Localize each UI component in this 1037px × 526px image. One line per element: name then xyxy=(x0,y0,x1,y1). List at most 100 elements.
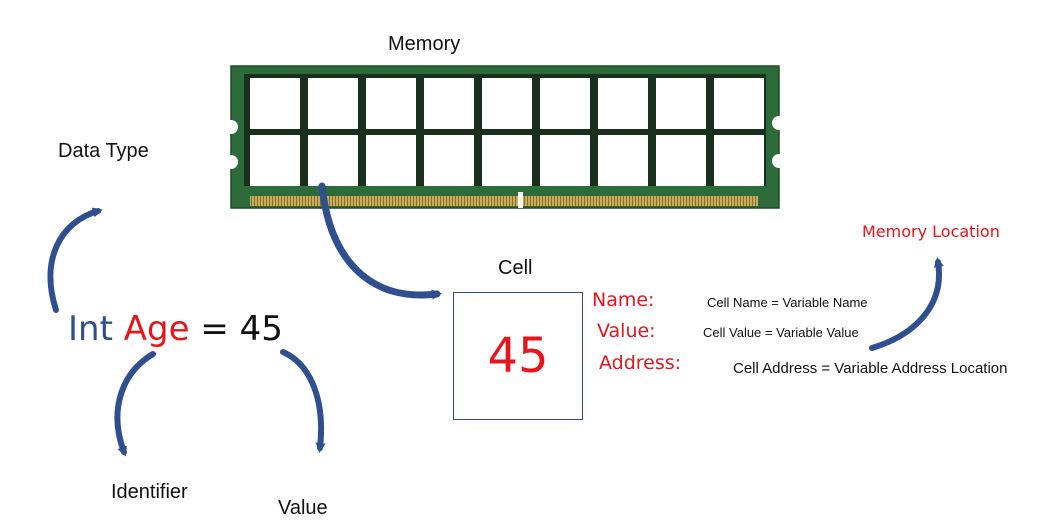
ram-contact-pin xyxy=(542,196,543,206)
ram-contact-pin xyxy=(332,196,333,206)
ram-contact-pin xyxy=(569,196,570,206)
ram-contact-pin xyxy=(491,196,492,206)
ram-contact-pin xyxy=(548,196,549,206)
ram-contact-pin xyxy=(305,196,306,206)
ram-contact-pin xyxy=(440,196,441,206)
ram-module xyxy=(224,65,786,209)
ram-contact-pin xyxy=(401,196,402,206)
ram-contact-pin xyxy=(455,196,456,206)
ram-contact-pin xyxy=(428,196,429,206)
ram-contact-pin xyxy=(299,196,300,206)
ram-contact-pin xyxy=(395,196,396,206)
ram-contact-pin xyxy=(368,196,369,206)
ram-contact-pin xyxy=(698,196,699,206)
ram-contact-pin xyxy=(755,196,756,206)
ram-contact-pin xyxy=(743,196,744,206)
ram-contact-pin xyxy=(695,196,696,206)
ram-contact-pin xyxy=(302,196,303,206)
ram-contact-pin xyxy=(614,196,615,206)
ram-contact-pin xyxy=(545,196,546,206)
ram-contact-pin xyxy=(317,196,318,206)
ram-contact-pin xyxy=(677,196,678,206)
ram-contact-pin xyxy=(464,196,465,206)
ram-contact-pin xyxy=(470,196,471,206)
ram-contact-pin xyxy=(656,196,657,206)
ram-contact-pin xyxy=(689,196,690,206)
ram-contact-pin xyxy=(635,196,636,206)
ram-chip xyxy=(308,135,358,186)
ram-contact-pin xyxy=(728,196,729,206)
ram-contact-pin xyxy=(311,196,312,206)
ram-contact-pin xyxy=(461,196,462,206)
ram-contact-pin xyxy=(725,196,726,206)
ram-contact-pin xyxy=(752,196,753,206)
ram-contact-pin xyxy=(335,196,336,206)
ram-contact-pin xyxy=(329,196,330,206)
ram-contact-pin xyxy=(668,196,669,206)
ram-contact-pin xyxy=(509,196,510,206)
ram-chip xyxy=(424,78,474,129)
cell-field-address: Address: xyxy=(599,352,682,374)
ram-contact-pin xyxy=(701,196,702,206)
ram-contact-pin xyxy=(497,196,498,206)
ram-contact-pin xyxy=(413,196,414,206)
ram-contact-pin xyxy=(410,196,411,206)
ram-chip xyxy=(598,135,648,186)
ram-contact-pin xyxy=(482,196,483,206)
ram-notch-right-top xyxy=(772,116,786,130)
variable-declaration: Int Age = 45 xyxy=(68,309,283,349)
ram-contact-pin xyxy=(740,196,741,206)
ram-contact-pin xyxy=(434,196,435,206)
ram-contact-pin xyxy=(515,196,516,206)
arrow-value-to-value-label xyxy=(280,349,326,453)
declaration-equals: = xyxy=(200,309,229,349)
ram-contact-pin xyxy=(572,196,573,206)
cell-name-description: Cell Name = Variable Name xyxy=(707,295,868,310)
memory-location-label: Memory Location xyxy=(862,222,1000,241)
memory-label: Memory xyxy=(388,33,461,55)
ram-contact-pin xyxy=(746,196,747,206)
cell-field-name: Name: xyxy=(592,289,655,311)
ram-contact-pin xyxy=(437,196,438,206)
ram-contact-pin xyxy=(458,196,459,206)
ram-contact-pin xyxy=(704,196,705,206)
ram-contact-pin xyxy=(473,196,474,206)
ram-contact-pin xyxy=(581,196,582,206)
ram-contact-pin xyxy=(590,196,591,206)
ram-contact-pin xyxy=(707,196,708,206)
ram-contact-pin xyxy=(443,196,444,206)
ram-contact-pin xyxy=(290,196,291,206)
value-label: Value xyxy=(278,497,328,519)
ram-contact-pin xyxy=(269,196,270,206)
ram-contact-pin xyxy=(671,196,672,206)
ram-contact-pin xyxy=(662,196,663,206)
ram-contact-pin xyxy=(539,196,540,206)
ram-contact-pin xyxy=(650,196,651,206)
ram-contact-pin xyxy=(266,196,267,206)
ram-contact-pin xyxy=(377,196,378,206)
ram-contact-pin xyxy=(494,196,495,206)
ram-contact-pin xyxy=(419,196,420,206)
ram-contact-pin xyxy=(560,196,561,206)
ram-contact-pin xyxy=(623,196,624,206)
ram-contact-pin xyxy=(557,196,558,206)
ram-contact-pin xyxy=(371,196,372,206)
ram-chip xyxy=(656,135,706,186)
ram-contact-pin xyxy=(446,196,447,206)
ram-contact-pin xyxy=(263,196,264,206)
ram-contact-pin xyxy=(392,196,393,206)
arrow-age-to-identifier xyxy=(114,351,156,457)
ram-contact-pin xyxy=(506,196,507,206)
ram-contact-pin xyxy=(602,196,603,206)
ram-contact-pin xyxy=(605,196,606,206)
data-type-label: Data Type xyxy=(58,140,149,162)
ram-contact-pin xyxy=(692,196,693,206)
ram-contact-pin xyxy=(722,196,723,206)
ram-contact-pin xyxy=(665,196,666,206)
cell-value-description: Cell Value = Variable Value xyxy=(703,325,859,340)
ram-chip xyxy=(540,135,590,186)
declaration-type: Int xyxy=(68,309,113,349)
ram-notch-right-bottom xyxy=(772,154,786,168)
ram-contact-pin xyxy=(536,196,537,206)
